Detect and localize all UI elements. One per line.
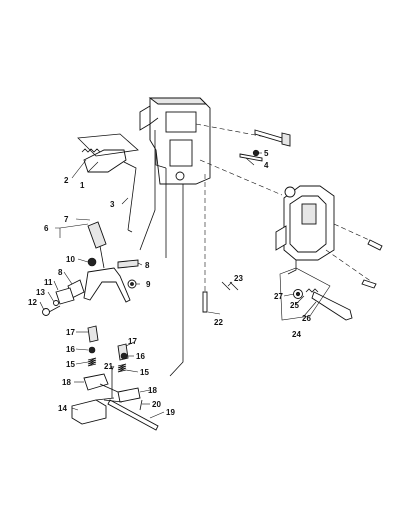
callout-19: 19 [166,408,175,417]
callout-7: 7 [64,215,69,224]
callout-18a: 18 [62,378,71,387]
main-bracket-housing [139,97,211,185]
callout-25: 25 [290,301,299,310]
spring-2 [81,148,101,153]
spring-stack-right [117,343,129,373]
callout-2: 2 [64,176,69,185]
nut-5 [252,149,260,157]
detent-block-18-left [83,373,109,391]
callout-8a: 8 [145,261,150,270]
bracket-24-outline [279,267,331,321]
spring-stack-left [87,325,99,367]
rod-3 [123,161,137,233]
callout-17a: 17 [66,328,75,337]
spring-25 [305,288,319,293]
callout-24: 24 [292,330,301,339]
alignment-line-plate-bolt-b [325,249,373,283]
alignment-line-to-plate [199,159,283,196]
callout-1: 1 [80,181,85,190]
callout-23: 23 [234,274,243,283]
callout-8b: 8 [58,268,63,277]
callout-12: 12 [28,298,37,307]
callout-22: 22 [214,318,223,327]
leader-left-vertical [139,130,156,251]
washer-13 [53,300,59,306]
callout-14: 14 [58,404,67,413]
callout-15a: 15 [66,360,75,369]
callout-4: 4 [264,161,269,170]
plate-bolt-upper [367,239,383,251]
callout-16b: 16 [136,352,145,361]
mounting-plate [275,185,335,275]
callout-labels: 1 2 3 4 5 6 7 8 8 9 10 11 12 13 14 15 15… [28,149,311,417]
callout-18b: 18 [148,386,157,395]
lower-bracket-14 [71,397,115,425]
top-bolt [254,129,291,147]
callout-21: 21 [104,362,113,371]
lever-knob-7 [87,221,107,249]
plate-bolt-lower [361,279,377,289]
nut-10 [87,257,97,267]
callout-16a: 16 [66,345,75,354]
screw-4 [239,153,263,162]
stud-22 [202,291,208,313]
callout-15b: 15 [140,368,149,377]
rod-26 [311,291,353,321]
bracket-11 [55,287,75,305]
lower-assembly-body [99,383,123,403]
callout-26: 26 [302,314,311,323]
shift-lever-6 [83,245,131,303]
callout-5: 5 [264,149,269,158]
bolt-12 [42,305,61,316]
leader-long-vertical [169,184,184,377]
callout-6: 6 [44,224,49,233]
callout-11: 11 [44,278,53,287]
nut-27 [293,289,303,299]
cotter-pins-23 [221,281,239,291]
callout-9: 9 [146,280,151,289]
callout-17b: 17 [128,337,137,346]
clip-20 [139,399,143,411]
callout-10: 10 [66,255,75,264]
callout-27: 27 [274,292,283,301]
detent-block-18-right [117,387,141,403]
rod-19 [107,399,159,431]
callout-20: 20 [152,400,161,409]
leader-lines [39,152,317,419]
callout-3: 3 [110,200,115,209]
pin-8 [117,259,139,269]
callout-13: 13 [36,288,45,297]
bracket-1 [77,133,139,173]
nut-9 [127,279,137,289]
